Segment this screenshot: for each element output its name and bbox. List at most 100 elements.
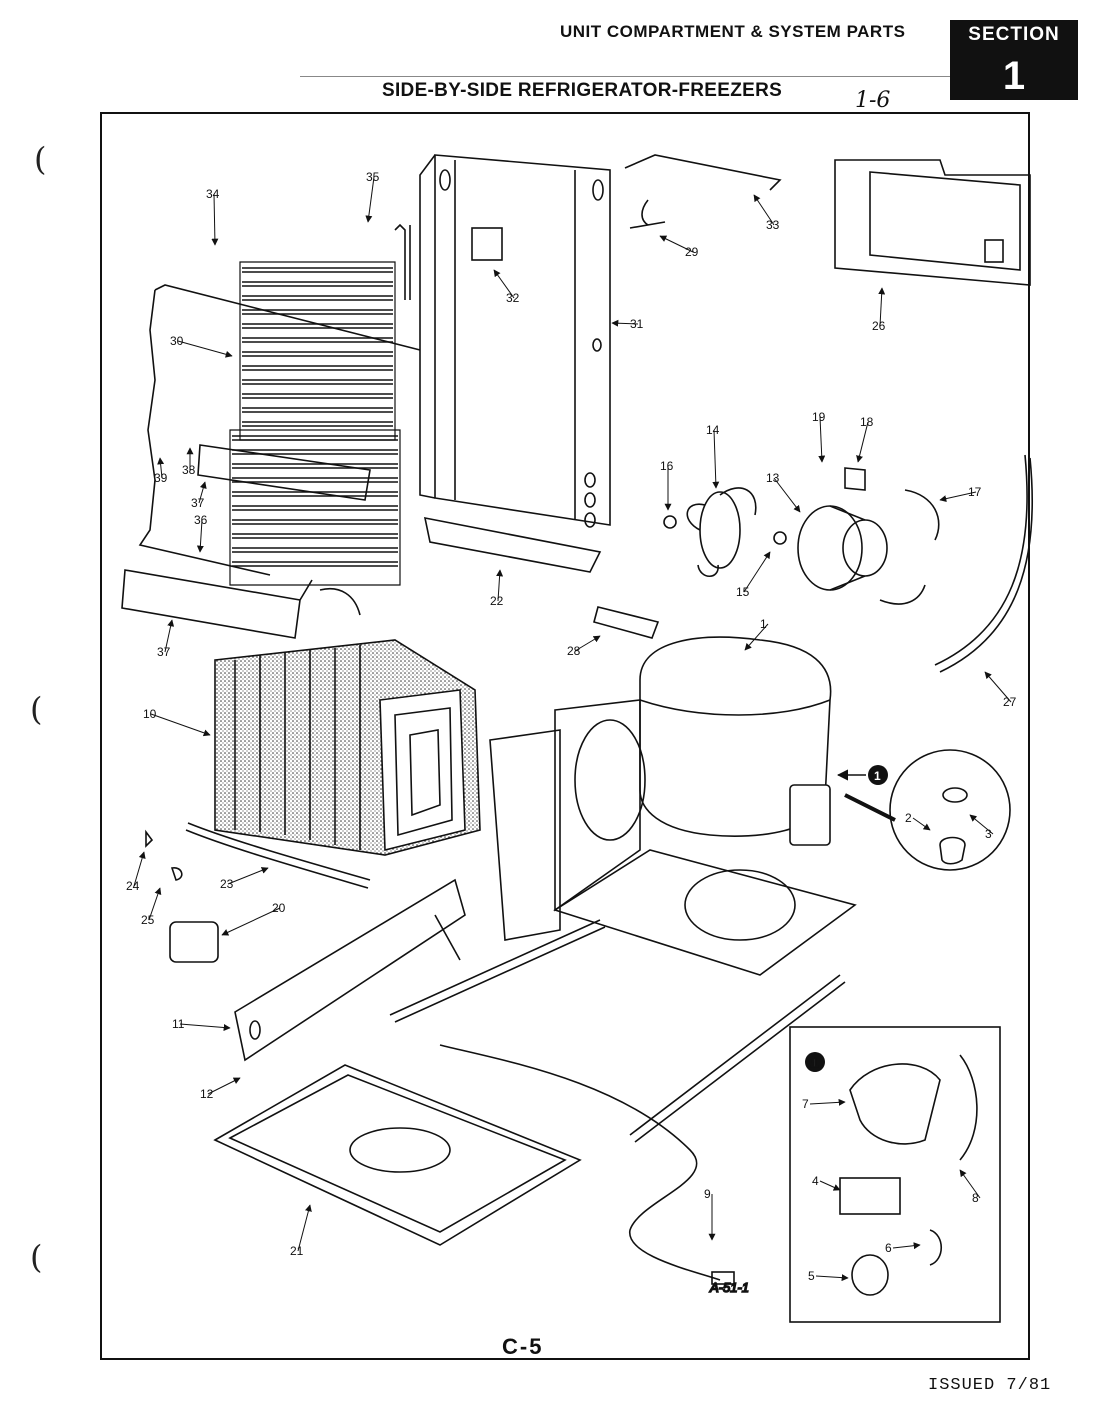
callout-label: 21	[290, 1244, 304, 1258]
callout-leader	[809, 1098, 846, 1106]
callout-leader	[196, 519, 204, 553]
relay-overload-inset	[789, 1026, 1001, 1323]
callout-label: 6	[885, 1241, 892, 1255]
compressor	[639, 636, 832, 846]
callout-leader	[574, 635, 601, 652]
callout-leader	[157, 457, 165, 479]
callout-leader	[179, 1023, 231, 1031]
coil-tube	[242, 337, 393, 343]
callout-leader	[912, 817, 931, 831]
callout-label: 25	[141, 913, 155, 927]
drain-tube	[934, 454, 1033, 673]
callout-leader	[753, 194, 775, 226]
callout-label: 37	[157, 645, 171, 659]
callout-label: 18	[860, 415, 874, 429]
coil-tube	[242, 421, 393, 427]
callout-label: 5	[808, 1269, 815, 1283]
coil-tube	[232, 561, 398, 567]
callout-leader	[164, 619, 175, 653]
lower-coil	[229, 429, 401, 586]
coil-tube	[232, 505, 398, 511]
callout-label: 1	[760, 617, 767, 631]
coil-tube	[242, 393, 393, 399]
callout-label: 30	[170, 334, 184, 348]
diagram-frame	[100, 112, 1030, 1360]
callout-label: 14	[706, 423, 720, 437]
callout-label: 19	[812, 410, 826, 424]
grommet-detail-callout	[844, 749, 1011, 871]
discharge-tube	[185, 822, 371, 889]
filter-drier	[593, 606, 660, 639]
callout-label: 12	[200, 1087, 214, 1101]
grommet	[844, 467, 866, 491]
callout-leader	[773, 477, 801, 513]
binder-hole-mark: (	[34, 140, 47, 178]
callout-leader	[198, 481, 207, 504]
callout-label: 9	[704, 1187, 711, 1201]
callout-leader	[878, 287, 886, 327]
callout-leader	[211, 193, 219, 246]
callout-label: 23	[220, 877, 234, 891]
callout-label: 34	[206, 187, 220, 201]
callout-leader	[819, 1180, 841, 1191]
evaporator-bracket-upper	[197, 444, 371, 501]
page-code: C-5	[502, 1334, 544, 1359]
coil-tube	[242, 379, 393, 385]
callout-leader	[493, 269, 515, 299]
callout-label: 35	[366, 170, 380, 184]
callout-leader	[365, 176, 375, 223]
callout-label: 16	[660, 459, 674, 473]
page-title: SIDE-BY-SIDE REFRIGERATOR-FREEZERS	[382, 80, 783, 101]
control-board-cover	[834, 159, 1031, 286]
callout-leader	[227, 867, 269, 885]
grommet-small	[170, 867, 183, 881]
callout-label: 33	[766, 218, 780, 232]
callout-leader	[984, 671, 1012, 703]
thermostat-probe	[629, 199, 666, 229]
callout-leader	[815, 1274, 849, 1282]
callout-label: 8	[972, 1191, 979, 1205]
coil-tube	[242, 267, 393, 273]
coil-tube	[242, 365, 393, 371]
callout-label: 11	[172, 1017, 185, 1031]
callout-leader	[892, 1242, 921, 1250]
drawing-id: A-51-1	[709, 1280, 749, 1295]
callout-label: 3	[985, 827, 992, 841]
callout-label: 2	[905, 811, 912, 825]
fan-washer	[773, 531, 787, 545]
callout-label: 29	[685, 245, 699, 259]
callout-leader	[969, 814, 994, 835]
callout-leader	[611, 319, 639, 327]
defrost-heater-frame	[138, 284, 421, 576]
front-rail	[234, 878, 466, 1062]
fan-motor	[797, 505, 888, 591]
callout-leader	[659, 235, 694, 253]
callout-leader	[856, 421, 869, 463]
evaporator-bracket-lower	[121, 569, 361, 639]
coil-tube	[242, 351, 393, 357]
drain-pan	[213, 1064, 582, 1246]
binder-hole-mark: (	[30, 1238, 43, 1276]
fan-blade	[686, 487, 757, 578]
defrost-terminator	[471, 227, 503, 261]
callout-leader	[939, 491, 977, 503]
callout-label: 28	[567, 644, 581, 658]
defrost-timer	[169, 921, 219, 963]
inset-marker-circle	[868, 765, 888, 785]
coil-tube	[232, 435, 398, 441]
cord-plug	[711, 1271, 735, 1285]
binder-hole-mark: (	[30, 690, 43, 728]
callout-label: 22	[490, 594, 504, 608]
mounting-rod	[624, 154, 782, 191]
callout-leader	[177, 340, 233, 358]
callout-label: 7	[802, 1097, 809, 1111]
inset-marker-circle	[805, 1052, 825, 1072]
coil-tube	[232, 519, 398, 525]
callout-leader	[743, 551, 771, 593]
section-label: SECTION	[968, 24, 1060, 45]
callout-label: 24	[126, 879, 140, 893]
coil-tube	[242, 407, 393, 413]
tube-clip	[145, 829, 154, 848]
coil-tube	[242, 295, 393, 301]
coil-tube	[232, 463, 398, 469]
